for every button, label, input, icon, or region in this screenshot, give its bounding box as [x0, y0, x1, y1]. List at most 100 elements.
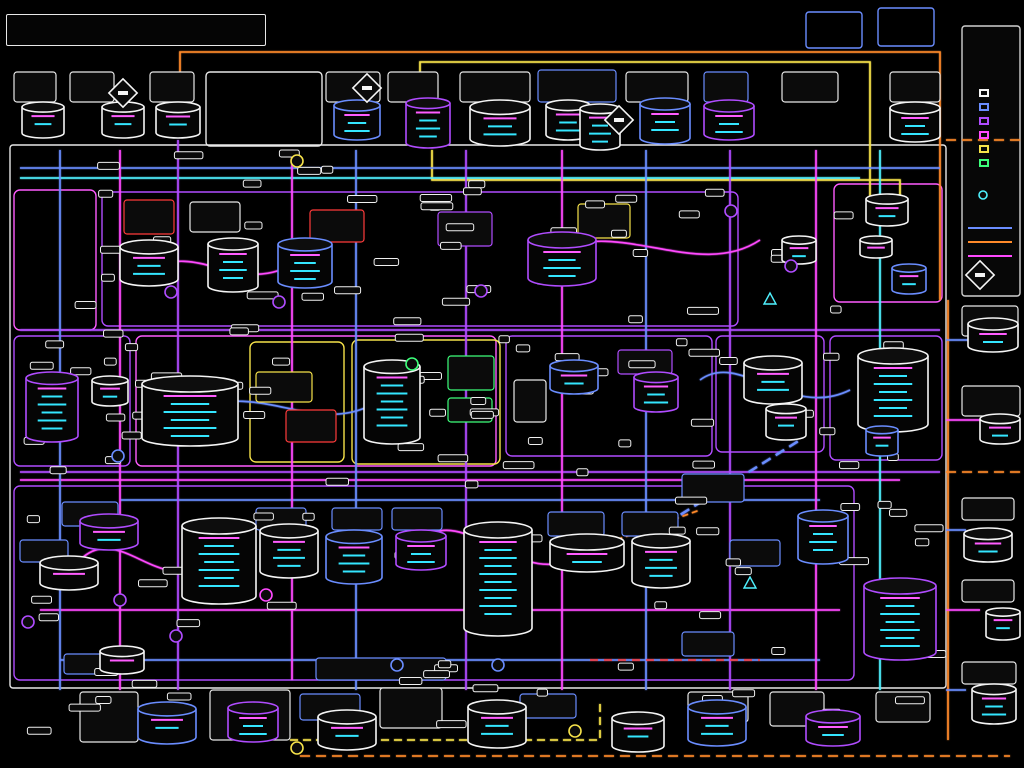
- database-cylinder-icon: [805, 709, 861, 747]
- database-cylinder-icon: [137, 701, 197, 745]
- flow-label-pill: [423, 670, 451, 679]
- flow-label-pill: [246, 291, 279, 300]
- flow-label-pill: [688, 348, 720, 357]
- flow-label-pill: [678, 210, 700, 219]
- flow-label-pill: [68, 703, 101, 712]
- node-box: [961, 497, 1015, 521]
- diamond-icon: [964, 259, 996, 291]
- legend-swatch-purple: [979, 117, 989, 125]
- group-header-top-a: [205, 71, 323, 147]
- database-cylinder-icon: [395, 529, 447, 571]
- node-box: [537, 69, 617, 103]
- connector-circle-icon: [164, 285, 178, 299]
- database-cylinder-icon: [797, 509, 849, 565]
- group-mid-left: [13, 335, 131, 467]
- flow-label-pill: [515, 344, 531, 353]
- database-cylinder-icon: [119, 239, 179, 287]
- flow-label-pill: [771, 647, 786, 655]
- connector-circle-icon: [290, 741, 304, 755]
- database-cylinder-icon: [865, 425, 899, 457]
- database-cylinder-icon: [259, 523, 319, 579]
- node-box: [123, 199, 175, 235]
- flow-label-pill: [98, 189, 114, 198]
- database-cylinder-icon: [549, 359, 599, 395]
- connector-circle-icon: [290, 154, 304, 168]
- flow-label-pill: [498, 335, 510, 344]
- flow-label-pill: [468, 180, 486, 189]
- node-box: [681, 473, 745, 503]
- flow-label-pill: [615, 194, 638, 203]
- flow-label-pill: [436, 720, 467, 729]
- database-cylinder-icon: [39, 555, 99, 591]
- node-box: [729, 539, 781, 567]
- connector-circle-icon: [474, 284, 488, 298]
- group-mid-far-right: [829, 335, 943, 461]
- flow-label-pill: [618, 439, 632, 448]
- flow-label-pill: [131, 679, 158, 688]
- flow-label-pill: [26, 726, 52, 735]
- flow-label-pill: [654, 601, 668, 610]
- node-box: [519, 693, 577, 719]
- database-cylinder-icon: [207, 237, 259, 293]
- flow-label-pill: [719, 357, 738, 365]
- database-cylinder-icon: [765, 403, 807, 441]
- legend-swatches: [968, 89, 1012, 257]
- legend-swatch-green: [979, 159, 989, 167]
- flow-label-pill: [253, 512, 274, 521]
- database-cylinder-icon: [633, 371, 679, 413]
- flow-label-pill: [397, 443, 425, 452]
- flow-label-pill: [445, 223, 475, 232]
- flow-label-pill: [840, 503, 861, 511]
- flow-label-pill: [696, 527, 720, 536]
- flow-label-pill: [536, 688, 548, 697]
- node-box: [149, 71, 195, 103]
- database-cylinder-icon: [325, 529, 383, 585]
- flow-label-pill: [138, 579, 168, 588]
- flow-label-pill: [675, 496, 708, 505]
- connector-circle-icon: [784, 259, 798, 273]
- database-cylinder-icon: [687, 699, 747, 747]
- flow-label-pill: [347, 195, 378, 203]
- flow-label-pill: [429, 408, 447, 417]
- flow-label-pill: [45, 340, 65, 349]
- node-box: [189, 201, 241, 233]
- database-cylinder-icon: [963, 527, 1013, 563]
- legend-swatch-white: [979, 89, 989, 97]
- warning-icon: [742, 575, 758, 589]
- connector-circles: [21, 154, 988, 755]
- flow-label-pill: [690, 418, 715, 427]
- flow-label-pill: [889, 508, 908, 517]
- node-box: [331, 507, 383, 531]
- connector-circle-icon: [21, 615, 35, 629]
- flow-label-pill: [675, 338, 688, 347]
- diamond-icon: [351, 72, 383, 104]
- flow-label-pill: [914, 538, 930, 547]
- database-cylinder-icon: [631, 533, 691, 589]
- flow-label-pill: [242, 179, 262, 188]
- flow-label-pill: [31, 595, 52, 604]
- database-cylinder-icon: [549, 533, 625, 573]
- flow-label-pill: [249, 386, 272, 395]
- connector-circle-icon: [978, 190, 988, 200]
- group-top-center: [101, 191, 739, 327]
- flow-label-pill: [437, 660, 452, 669]
- legend-swatch-magenta: [979, 131, 989, 139]
- database-cylinder-icon: [227, 701, 279, 743]
- flow-label-pill: [914, 524, 944, 533]
- node-box: [459, 71, 531, 103]
- flow-label-pill: [173, 151, 204, 160]
- flow-label-pill: [699, 611, 722, 620]
- flow-label-pill: [103, 357, 117, 366]
- database-cylinder-icon: [967, 317, 1019, 353]
- node-box: [513, 379, 547, 423]
- database-cylinder-icon: [99, 645, 145, 675]
- flow-label-pill: [105, 413, 126, 422]
- flow-label-pill: [441, 297, 471, 306]
- database-cylinder-icon: [277, 237, 333, 289]
- database-cylinder-icon: [91, 375, 129, 407]
- database-cylinder-icon: [333, 99, 381, 141]
- node-box: [379, 687, 443, 729]
- flow-label-pill: [877, 500, 892, 509]
- node-box: [703, 71, 749, 103]
- connector-circle-icon: [390, 658, 404, 672]
